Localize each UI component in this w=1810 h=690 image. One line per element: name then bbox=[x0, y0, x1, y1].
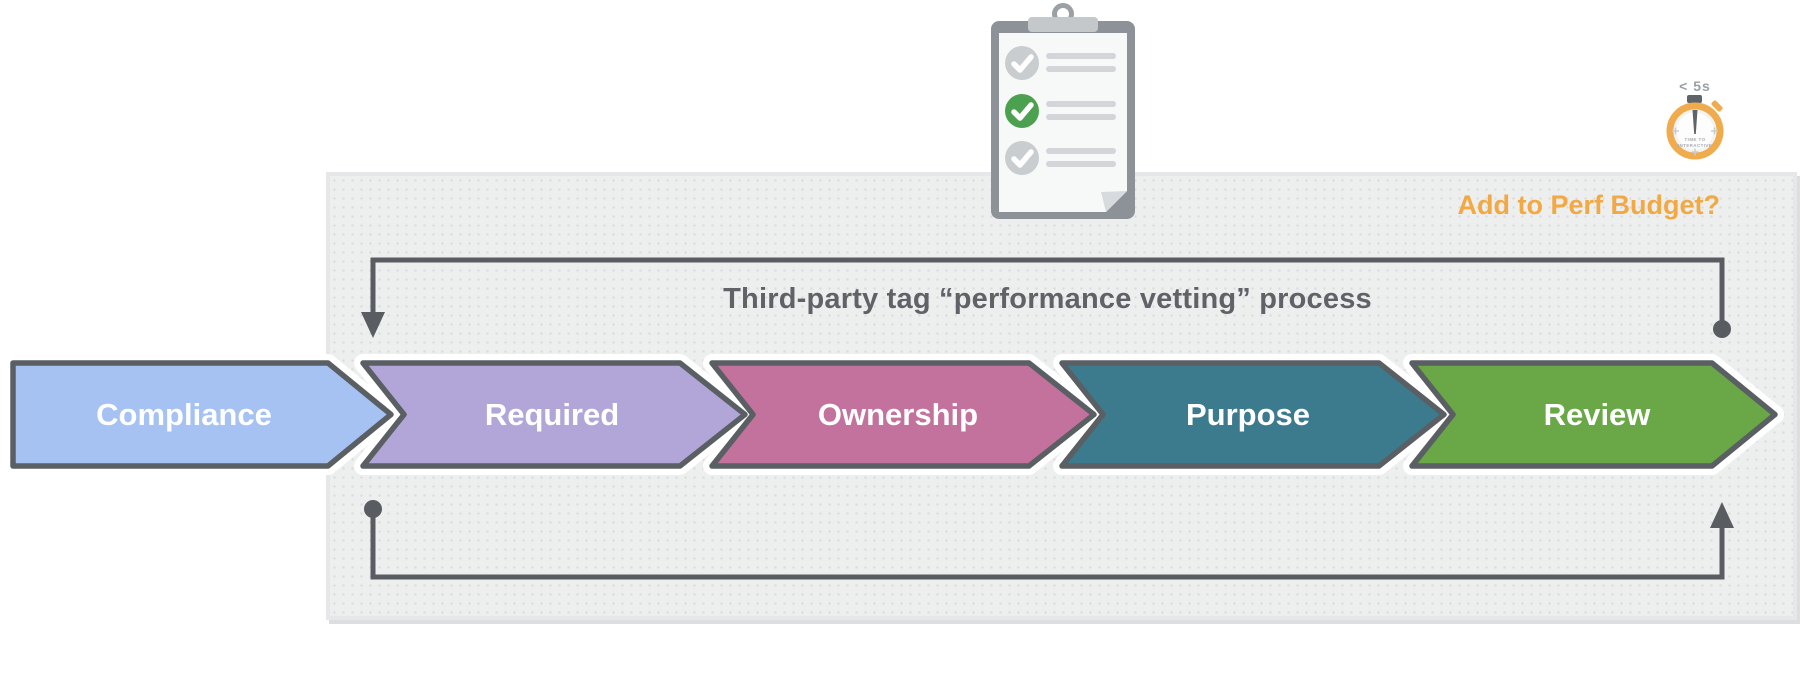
stopwatch-button bbox=[1687, 95, 1702, 103]
list-line bbox=[1046, 161, 1116, 167]
top-loop-arrowhead-icon bbox=[361, 312, 385, 338]
checklist-clipboard-icon bbox=[991, 3, 1135, 219]
tick-plus-bottom bbox=[1691, 148, 1699, 156]
bottom-loop-connector bbox=[364, 500, 1734, 580]
stopwatch-face-text-1: TIME TO bbox=[1685, 137, 1706, 142]
required-chevron-shape bbox=[360, 360, 748, 469]
required-label: Required bbox=[485, 397, 619, 432]
step-required: Required bbox=[360, 360, 748, 469]
check-circle-1-icon bbox=[1005, 46, 1039, 80]
step-compliance: Compliance bbox=[10, 360, 394, 469]
bottom-loop-line bbox=[370, 509, 1725, 580]
purpose-chevron-shape bbox=[1059, 360, 1447, 469]
clipboard-clip bbox=[1028, 17, 1098, 32]
purpose-label: Purpose bbox=[1186, 397, 1310, 432]
list-line bbox=[1046, 114, 1116, 120]
review-label: Review bbox=[1544, 397, 1652, 432]
ownership-chevron-shape bbox=[709, 360, 1097, 469]
compliance-chevron-shape bbox=[10, 360, 394, 469]
top-loop-origin-dot bbox=[1713, 320, 1731, 338]
list-line bbox=[1046, 148, 1116, 154]
checkmark-1-icon bbox=[1011, 54, 1034, 73]
bottom-loop-arrowhead-icon bbox=[1710, 502, 1734, 528]
check-circle-3-icon bbox=[1005, 141, 1039, 175]
ownership-label: Ownership bbox=[818, 397, 978, 432]
perf-budget-label: Add to Perf Budget? bbox=[1457, 190, 1720, 220]
stopwatch-face-text-2: INTERACTIVE bbox=[1678, 143, 1712, 148]
compliance-label: Compliance bbox=[96, 397, 272, 432]
clipboard-paper-fold bbox=[1101, 191, 1127, 212]
tick-plus-left bbox=[1672, 127, 1679, 135]
list-line bbox=[1046, 53, 1116, 59]
step-review: Review bbox=[1409, 360, 1778, 469]
stopwatch-needle bbox=[1692, 110, 1698, 134]
stopwatch-nub bbox=[1711, 100, 1723, 112]
review-chevron-shape bbox=[1409, 360, 1778, 469]
bottom-loop-origin-dot bbox=[364, 500, 382, 518]
diagram-title: Third-party tag “performance vetting” pr… bbox=[723, 283, 1372, 315]
checkmark-3-icon bbox=[1011, 149, 1034, 168]
list-line bbox=[1046, 101, 1116, 107]
stopwatch-icon: < 5s TIME TO INTERACTIVE bbox=[1666, 78, 1724, 160]
stopwatch-time-label: < 5s bbox=[1679, 78, 1711, 94]
top-loop-connector bbox=[361, 257, 1731, 338]
list-line bbox=[1046, 66, 1116, 72]
top-loop-line bbox=[370, 257, 1725, 329]
step-ownership: Ownership bbox=[709, 360, 1097, 469]
chevron-steps: Compliance Required Ownership Purpose Re… bbox=[10, 360, 1778, 469]
tick-plus-right bbox=[1711, 127, 1718, 135]
step-purpose: Purpose bbox=[1059, 360, 1447, 469]
check-circle-2-icon bbox=[1005, 94, 1039, 128]
checkmark-2-icon bbox=[1011, 102, 1034, 121]
